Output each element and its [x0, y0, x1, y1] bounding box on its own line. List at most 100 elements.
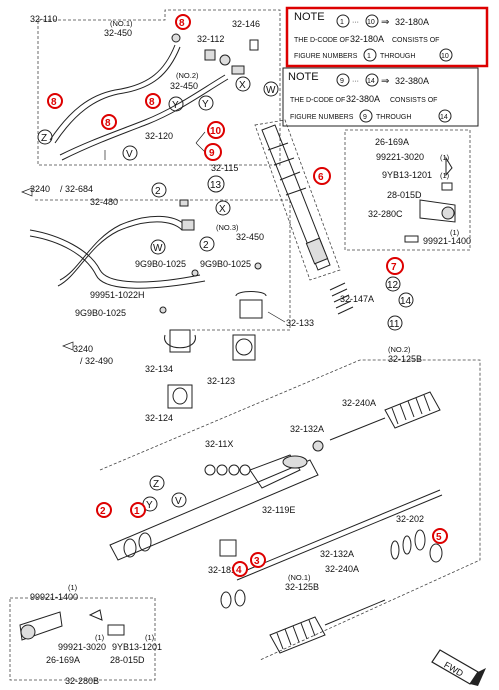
label-no3: (NO.3) [216, 223, 239, 232]
note-2-to: 14 [440, 114, 448, 121]
callout-12: 12 [387, 280, 399, 291]
red-callout-8-b: 8 [51, 97, 57, 108]
callout-11: 11 [389, 319, 400, 330]
label-32-181b: 32-181B [208, 565, 242, 575]
label-28-015d-b: 28-015D [110, 655, 145, 665]
label-32-132a-a: 32-132A [290, 424, 324, 434]
red-callout-1: 1 [134, 506, 140, 517]
red-callout-8-c: 8 [149, 97, 155, 108]
label-32-280b: 32-280B [65, 676, 99, 686]
label-32-11x: 32-11X [205, 439, 233, 449]
label-32-120: 32-120 [145, 131, 173, 141]
label-9g9b0-c: 9G9B0-1025 [75, 308, 126, 318]
red-callout-7: 7 [391, 262, 397, 273]
label-99921-3020: 99921-3020 [58, 642, 106, 652]
label-32-125b-a: 32-125B [388, 354, 422, 364]
note-1-arrow: ⇒ [381, 17, 389, 28]
label-qty1-c: (1) [450, 228, 460, 237]
label-no2-b: (NO.2) [388, 345, 411, 354]
red-callout-3: 3 [254, 556, 260, 567]
note-2-dots: ··· [352, 78, 359, 85]
callout-y-3: Y [146, 500, 153, 511]
callout-w-1: W [266, 85, 276, 96]
callout-v-2: V [175, 496, 182, 507]
label-no1-b: (NO.1) [288, 573, 311, 582]
callout-y-2: Y [202, 99, 209, 110]
note-1-line1-end: CONSISTS OF [392, 37, 439, 44]
label-32-147a: 32-147A [340, 294, 374, 304]
note-2-through: THROUGH [376, 114, 411, 121]
note-2-range-to: 14 [367, 78, 375, 85]
label-26-169a-b: 26-169A [46, 655, 80, 665]
note-2-line2: FIGURE NUMBERS [290, 114, 354, 121]
note-1-to: 10 [441, 53, 449, 60]
label-qty1-f: (1) [145, 633, 155, 642]
note-2-code: 32-380A [346, 94, 380, 104]
callout-v-1: V [126, 149, 133, 160]
label-32-202: 32-202 [396, 514, 424, 524]
label-no2: (NO.2) [176, 71, 199, 80]
label-32-240a-a: 32-240A [342, 398, 376, 408]
note-2-line1: THE D-CODE OF [290, 97, 345, 104]
note-1-range-from: 1 [340, 19, 344, 26]
tie-rod-end-right: 26-169A 99221-3020 (1) 9YB13-1201 (1) 28… [344, 129, 471, 251]
callout-w-2: W [153, 243, 163, 254]
label-32-112: 32-112 [197, 34, 224, 44]
callout-y-1: Y [172, 100, 179, 111]
callout-2-a: 2 [155, 186, 161, 197]
note-2-range-from: 9 [340, 78, 344, 85]
label-32-110: 32-110 [30, 14, 57, 24]
note-1-dots: ··· [352, 19, 359, 26]
label-9yb13-b: 9YB13-1201 [112, 642, 162, 652]
red-callout-4: 4 [236, 565, 242, 576]
callout-x-2: X [219, 204, 226, 215]
callout-13: 13 [210, 180, 222, 191]
label-32-450-b: 32-450 [170, 81, 198, 91]
label-32-124: 32-124 [145, 413, 173, 423]
label-99221-a: 99221-3020 [376, 152, 424, 162]
callout-x-1: X [239, 80, 246, 91]
callout-2-b: 2 [203, 240, 209, 251]
label-32-115: 32-115 [211, 163, 238, 173]
note-box-1: NOTE 1 ··· 10 ⇒ 32-180A THE D-CODE OF 32… [285, 6, 489, 68]
note-2-line1-end: CONSISTS OF [390, 97, 437, 104]
label-3240-a: 3240 [30, 184, 50, 194]
callouts: Z V Y Y X W 13 2 2 X W 12 14 11 Z V Y [37, 76, 414, 512]
label-9g9b0-a: 9G9B0-1025 [135, 259, 186, 269]
red-callout-5: 5 [436, 532, 442, 543]
red-callout-8-d: 8 [105, 118, 111, 129]
label-qty1-b: (1) [440, 171, 450, 180]
label-32-133: 32-133 [286, 318, 314, 328]
red-callout-8-a: 8 [179, 18, 185, 29]
bushings-group: 32-133 32-134 32-123 32-124 3240 / 32-49… [62, 291, 314, 423]
label-9g9b0-b: 9G9B0-1025 [200, 259, 251, 269]
note-1-range-to: 10 [367, 19, 375, 26]
label-32-125b-b: 32-125B [285, 582, 319, 592]
label-qty1-d: (1) [68, 583, 78, 592]
red-callouts: 8 8 8 8 10 9 6 7 2 1 4 3 5 [47, 14, 448, 577]
rack-assembly: 32-11X 32-132A 32-240A (NO.2) 32-125B 32… [99, 345, 481, 661]
note-box-2: NOTE 9 ··· 14 ⇒ 32-380A THE D-CODE OF 32… [282, 67, 479, 127]
note-1-through: THROUGH [380, 53, 415, 60]
label-32-123: 32-123 [207, 376, 235, 386]
callout-z-1: Z [41, 133, 47, 144]
seal-group: 32-147A [329, 282, 374, 315]
label-9yb13-a: 9YB13-1201 [382, 170, 432, 180]
label-qty1-a: (1) [440, 153, 450, 162]
red-callout-2: 2 [100, 506, 106, 517]
label-32-240a-b: 32-240A [325, 564, 359, 574]
top-pipe-group: 32-110 (NO.1) 32-450 32-146 32-112 (NO.2… [30, 9, 281, 173]
label-99921-b: 99921-1400 [30, 592, 78, 602]
label-qty1-e: (1) [95, 633, 105, 642]
note-1-line2: FIGURE NUMBERS [294, 53, 358, 60]
note-1-code: 32-180A [350, 34, 384, 44]
label-32-119e: 32-119E [262, 505, 295, 515]
red-callout-6: 6 [318, 172, 324, 183]
red-callout-10: 10 [210, 126, 222, 137]
callout-z-2: Z [153, 479, 159, 490]
note-1-from: 1 [367, 53, 371, 60]
label-3240-b: 3240 [73, 344, 93, 354]
note-2-result: 32-380A [395, 76, 429, 86]
label-32-490: / 32-490 [80, 356, 113, 366]
